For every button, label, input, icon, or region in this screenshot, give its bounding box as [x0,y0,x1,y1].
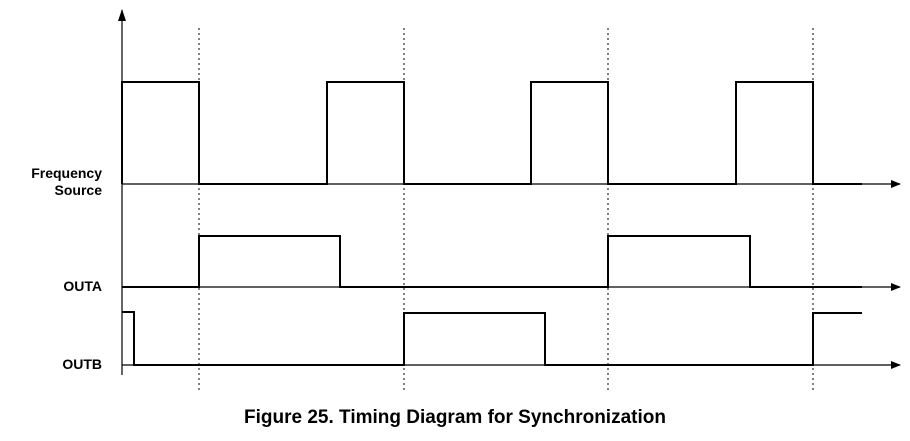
freq-source-label-line2: Source [54,182,102,198]
freq-source-label: Frequency Source [6,165,102,199]
outb-waveform [122,311,862,366]
figure-caption: Figure 25. Timing Diagram for Synchroniz… [244,407,666,428]
freq-source-label-line1: Frequency [31,165,102,181]
outb-label: OUTB [62,356,102,372]
outa-waveform [122,235,862,288]
outa-label: OUTA [63,278,102,294]
freq-waveform [121,81,862,185]
